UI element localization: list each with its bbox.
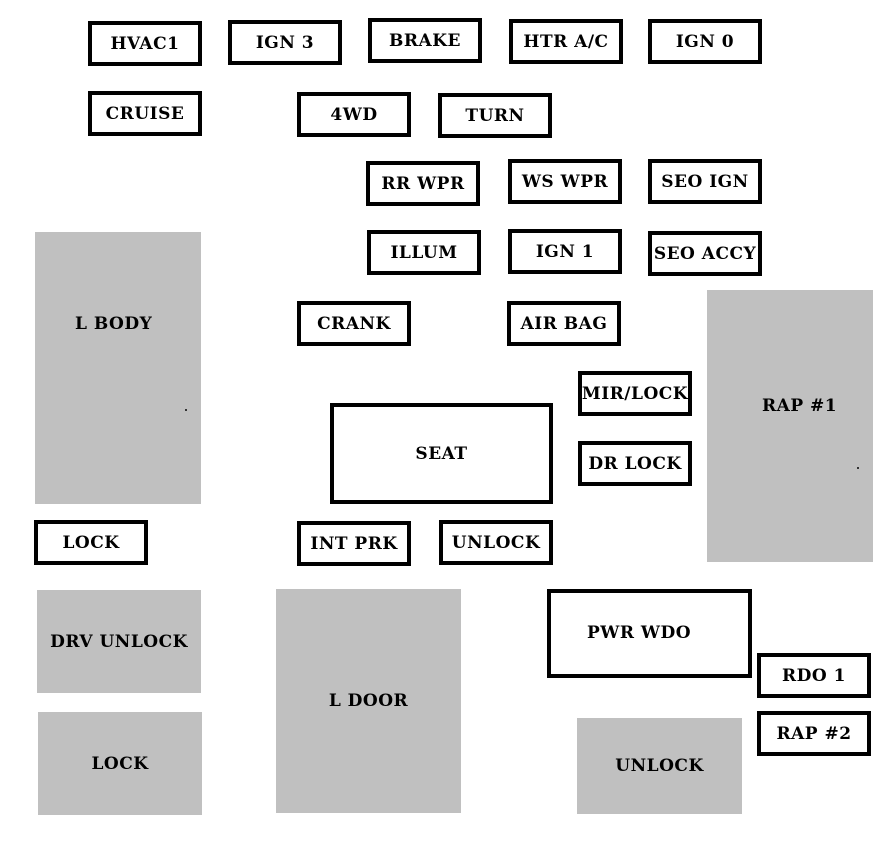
- relay-label: UNLOCK: [615, 756, 704, 776]
- relay-unlock: UNLOCK: [577, 718, 742, 814]
- marker-dot: [857, 467, 859, 469]
- breaker-seat: SEAT: [330, 403, 553, 504]
- fuse-turn: TURN: [438, 93, 552, 138]
- fuse-label: DR LOCK: [588, 453, 682, 474]
- fuse-label: IGN 1: [535, 241, 595, 262]
- marker-dot: [185, 409, 187, 411]
- fuse-label: SEO IGN: [661, 171, 749, 192]
- fuse-cruise: CRUISE: [88, 91, 202, 136]
- fuse-label: 4WD: [330, 104, 378, 125]
- fuse-ign0: IGN 0: [648, 19, 762, 64]
- fuse-label: BRAKE: [389, 30, 461, 51]
- fuse-label: MIR/LOCK: [581, 383, 689, 404]
- fuse-int-prk: INT PRK: [297, 521, 411, 566]
- fuse-label: HTR A/C: [523, 31, 609, 52]
- fuse-label: AIR BAG: [520, 313, 608, 334]
- relay-drv-unlock: DRV UNLOCK: [37, 590, 201, 693]
- fuse-label: LOCK: [62, 532, 120, 553]
- fuse-4wd: 4WD: [297, 92, 411, 137]
- fuse-rdo1: RDO 1: [757, 653, 871, 698]
- fuse-rap2: RAP #2: [757, 711, 871, 756]
- relay-l-body: L BODY: [35, 232, 201, 504]
- fuse-label: CRUISE: [105, 103, 185, 124]
- relay-label: L DOOR: [328, 691, 409, 711]
- fuse-label: IGN 0: [675, 31, 735, 52]
- fuse-ws-wpr: WS WPR: [508, 159, 622, 204]
- fuse-htr-ac: HTR A/C: [509, 19, 623, 64]
- fuse-label: HVAC1: [110, 33, 180, 54]
- fuse-label: UNLOCK: [451, 532, 541, 553]
- fuse-ign1: IGN 1: [508, 229, 622, 274]
- relay-lock: LOCK: [38, 712, 202, 815]
- fuse-hvac1: HVAC1: [88, 21, 202, 66]
- fuse-label: CRANK: [317, 313, 391, 334]
- fuse-label: INT PRK: [310, 533, 398, 554]
- breaker-label: SEAT: [415, 443, 468, 464]
- relay-label: L BODY: [75, 314, 153, 334]
- fuse-label: TURN: [465, 105, 525, 126]
- fuse-crank: CRANK: [297, 301, 411, 346]
- fuse-label: RR WPR: [381, 173, 465, 194]
- fuse-label: ILLUM: [390, 242, 458, 263]
- fuse-label: RAP #2: [776, 723, 852, 744]
- fuse-brake: BRAKE: [368, 18, 482, 63]
- fuse-dr-lock: DR LOCK: [578, 441, 692, 486]
- fuse-lock: LOCK: [34, 520, 148, 565]
- fuse-seo-accy: SEO ACCY: [648, 231, 762, 276]
- relay-l-door: L DOOR: [276, 589, 461, 813]
- fuse-label: IGN 3: [255, 32, 315, 53]
- relay-label: DRV UNLOCK: [50, 631, 188, 652]
- fuse-unlock: UNLOCK: [439, 520, 553, 565]
- fuse-air-bag: AIR BAG: [507, 301, 621, 346]
- fuse-mir-lock: MIR/LOCK: [578, 371, 692, 416]
- relay-label: LOCK: [91, 753, 149, 774]
- fuse-rr-wpr: RR WPR: [366, 161, 480, 206]
- breaker-pwr-wdo: PWR WDO: [547, 589, 752, 678]
- fuse-label: SEO ACCY: [653, 243, 757, 264]
- fuse-label: WS WPR: [521, 171, 609, 192]
- breaker-label: PWR WDO: [587, 623, 692, 643]
- fuse-illum: ILLUM: [367, 230, 481, 275]
- relay-rap1: RAP #1: [707, 290, 873, 562]
- fuse-seo-ign: SEO IGN: [648, 159, 762, 204]
- relay-label: RAP #1: [762, 396, 838, 416]
- fuse-label: RDO 1: [782, 665, 846, 686]
- fuse-ign3: IGN 3: [228, 20, 342, 65]
